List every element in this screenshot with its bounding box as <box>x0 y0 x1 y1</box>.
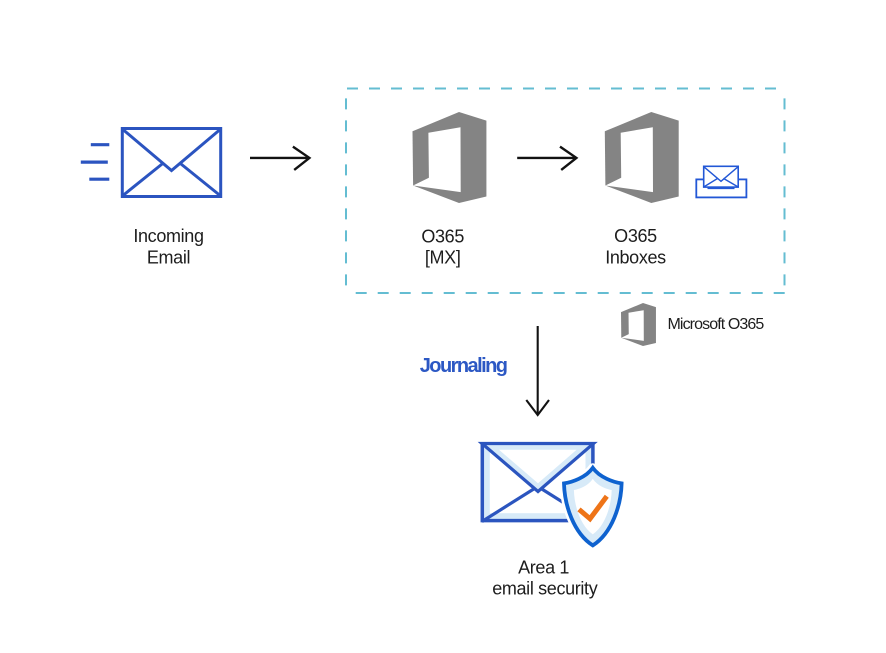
svg-text:Inboxes: Inboxes <box>605 247 666 267</box>
svg-text:email security: email security <box>492 579 597 599</box>
svg-text:Area 1: Area 1 <box>518 558 569 578</box>
svg-text:O365: O365 <box>614 226 657 246</box>
svg-text:Incoming: Incoming <box>133 226 203 246</box>
svg-text:[MX]: [MX] <box>425 248 461 268</box>
svg-text:Microsoft O365: Microsoft O365 <box>668 316 765 333</box>
svg-text:O365: O365 <box>421 226 464 246</box>
svg-text:Journaling: Journaling <box>420 355 507 377</box>
svg-text:Email: Email <box>147 247 190 267</box>
